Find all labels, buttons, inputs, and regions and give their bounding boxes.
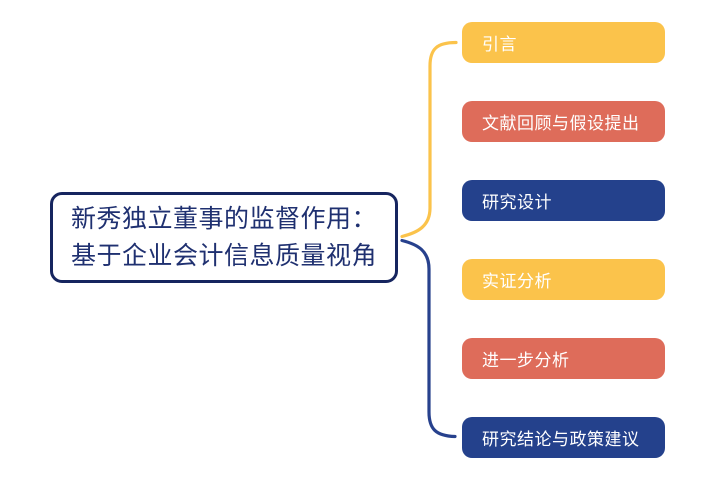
branch-conclusions-policy: 研究结论与政策建议 [462, 417, 665, 458]
central-topic-line2: 基于企业会计信息质量视角 [70, 241, 377, 270]
connector-bottom-bracket [400, 238, 457, 439]
branch-label: 研究设计 [482, 193, 552, 212]
branch-further-analysis: 进一步分析 [462, 338, 665, 379]
branch-research-design: 研究设计 [462, 180, 665, 221]
branch-empirical-analysis: 实证分析 [462, 259, 665, 300]
branch-label: 进一步分析 [482, 351, 570, 370]
branch-label: 文献回顾与假设提出 [482, 114, 640, 133]
central-topic-node: 新秀独立董事的监督作用： 基于企业会计信息质量视角 [50, 192, 398, 283]
branch-introduction: 引言 [462, 22, 665, 63]
branch-literature-review: 文献回顾与假设提出 [462, 101, 665, 142]
branch-label: 研究结论与政策建议 [482, 430, 640, 449]
branch-label: 实证分析 [482, 272, 552, 291]
central-topic-line1: 新秀独立董事的监督作用： [70, 204, 377, 233]
connector-top-bracket [400, 40, 458, 239]
branch-label: 引言 [482, 35, 517, 54]
